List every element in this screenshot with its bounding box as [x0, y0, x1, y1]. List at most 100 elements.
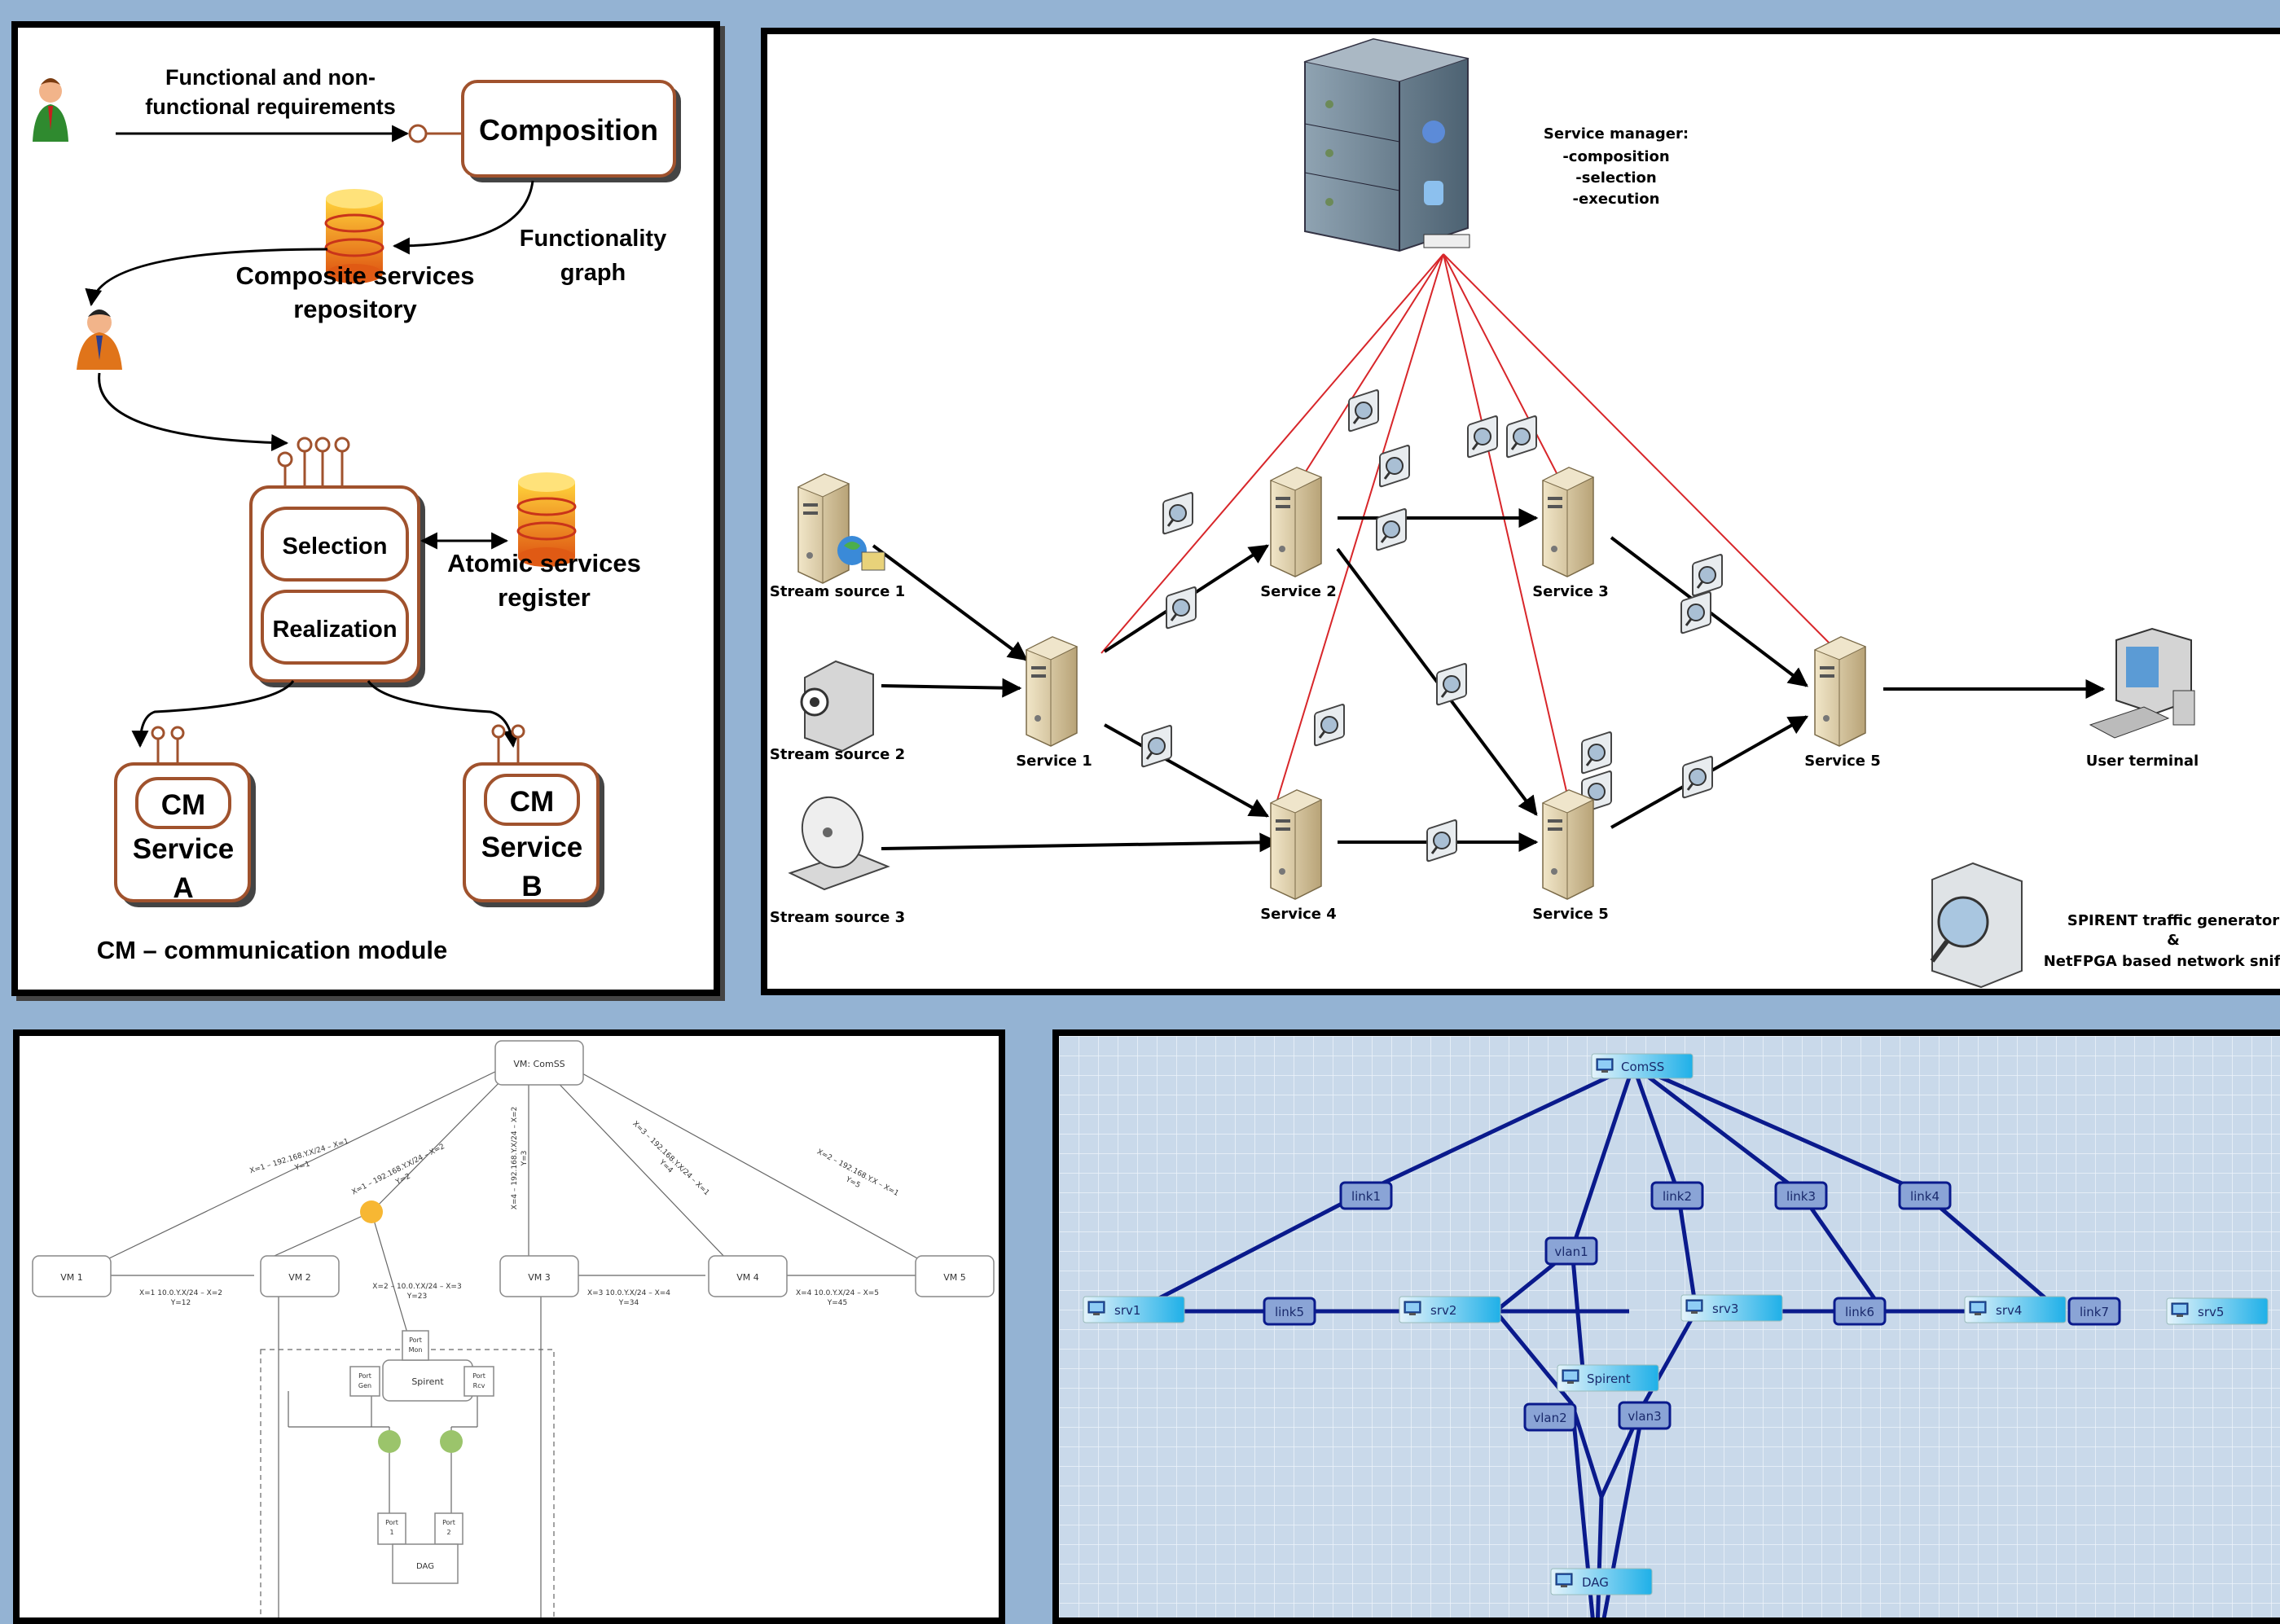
- port-mon-label-2: Mon: [409, 1346, 423, 1354]
- service-5-output-label: Service 5: [1804, 753, 1881, 770]
- port-gen-label-2: Gen: [358, 1382, 371, 1389]
- legend-label-2: NetFPGA based network sniffer: [2044, 953, 2280, 970]
- functionality-graph-label-2: graph: [560, 260, 626, 286]
- service-4-label: Service 4: [1260, 906, 1337, 923]
- service-server-icon: [1026, 636, 1078, 747]
- user-icon: [33, 78, 68, 142]
- link7-label: link7: [2080, 1305, 2109, 1319]
- satellite-dish-icon: [788, 796, 890, 891]
- link-vm1-subnet: Y=1: [293, 1161, 311, 1173]
- link-34-subnet: Y=34: [618, 1299, 639, 1307]
- cm-a-module: [135, 777, 231, 829]
- link1-label: link1: [1351, 1189, 1381, 1204]
- composite-repo-label: Composite services: [236, 261, 475, 290]
- cm-b-module: [484, 774, 580, 826]
- cm-a-service-label: Service: [133, 833, 235, 865]
- srv1-node-label: srv1: [1114, 1303, 1140, 1318]
- database-icon: [516, 472, 577, 567]
- vm-topology-diagram: VM: ComSS VM 1 VM 2 VM 3 VM 4 VM 5 Spire…: [32, 1040, 995, 1617]
- service-server-icon: [1542, 789, 1594, 900]
- link-vm4-label: X=3 – 192.168.Y.X/24 – X=1: [630, 1120, 710, 1197]
- realization-box: [261, 590, 409, 665]
- selection-box: [261, 507, 409, 582]
- stream-source-3-label: Stream source 3: [770, 909, 905, 926]
- srv2-node-label: srv2: [1430, 1303, 1456, 1318]
- composition-box: [461, 80, 676, 178]
- link-nodes: [1263, 1181, 2121, 1432]
- requirements-label-2: functional requirements: [145, 94, 396, 119]
- srv4-node-label: srv4: [1996, 1303, 2022, 1318]
- composite-repo-label-2: repository: [293, 295, 417, 323]
- functionality-graph-label: Functionality: [520, 226, 666, 252]
- cm-b-service-label: Service: [481, 832, 583, 863]
- link6-label: link6: [1845, 1305, 1874, 1319]
- atomic-register-label-2: register: [498, 583, 591, 612]
- link-12-subnet: Y=12: [170, 1299, 191, 1307]
- vlan1-label: vlan1: [1554, 1244, 1588, 1259]
- link-2s-subnet: Y=23: [406, 1293, 428, 1301]
- computer-terminal-icon: [2089, 627, 2195, 739]
- link-vm5-label: X=2 – 192.168.Y.X – X=1: [815, 1148, 900, 1198]
- cm-a-letter: A: [173, 872, 193, 904]
- network-edges: [1132, 1063, 2064, 1617]
- cm-a-label: CM: [161, 789, 205, 821]
- port-mon-label: Port: [409, 1337, 422, 1344]
- cm-b-label: CM: [510, 786, 554, 818]
- host-nodes: [1083, 1053, 2269, 1595]
- switch-node: [360, 1200, 383, 1223]
- port2-label: Port: [442, 1519, 455, 1526]
- port-rcv-label: Port: [472, 1372, 485, 1380]
- network-editor-canvas: link1 link2 link3 link4 link5 link6 link…: [1059, 1036, 2280, 1617]
- composition-label: Composition: [479, 113, 658, 147]
- srv3-node-label: srv3: [1712, 1301, 1738, 1316]
- vm1-label: VM 1: [60, 1272, 83, 1283]
- link2-label: link2: [1663, 1189, 1692, 1204]
- dag-node-label: DAG: [1582, 1575, 1609, 1590]
- comss-node-label: ComSS: [1621, 1060, 1664, 1074]
- link-2s-label: X=2 – 10.0.Y.X/24 – X=3: [372, 1283, 461, 1291]
- sniffer-legend-icon: [1930, 862, 2023, 989]
- stream-source-1-server-icon: [797, 473, 885, 584]
- vm3-label: VM 3: [528, 1272, 551, 1283]
- grid-background: [1059, 1036, 2280, 1617]
- legend-ampersand: &: [2167, 932, 2180, 949]
- link-34-label: X=3 10.0.Y.X/24 – X=4: [587, 1289, 670, 1297]
- port2-label-2: 2: [446, 1529, 450, 1536]
- cm-a-arrow: [131, 680, 295, 748]
- service-server-icon: [1270, 467, 1322, 577]
- service-server-icon: [1270, 789, 1322, 900]
- tap-node: [378, 1430, 401, 1453]
- link-vm3-subnet: Y=3: [521, 1151, 529, 1167]
- service-manager-item: -execution: [1573, 191, 1660, 208]
- spirent-label: Spirent: [411, 1376, 444, 1387]
- link4-label: link4: [1910, 1189, 1940, 1204]
- port-rcv-label-2: Rcv: [473, 1382, 485, 1389]
- vlan2-label: vlan2: [1533, 1411, 1566, 1425]
- vm4-label: VM 4: [736, 1272, 759, 1283]
- service-5-label: Service 5: [1532, 906, 1609, 923]
- tap-node: [440, 1430, 463, 1453]
- network-testbed-diagram: Service manager: -composition -selection…: [770, 37, 2280, 989]
- stream-source-2-label: Stream source 2: [770, 746, 905, 763]
- realization-label: Realization: [272, 617, 397, 643]
- network-testbed-panel: Service manager: -composition -selection…: [761, 28, 2280, 995]
- selection-label: Selection: [283, 533, 388, 560]
- service-manager-label: Service manager:: [1544, 125, 1689, 143]
- composition-process-panel: Functional and non- functional requireme…: [11, 21, 720, 996]
- link-vm2-label: X=1 – 192.168.Y.X/24 – X=2: [350, 1143, 446, 1196]
- link5-label: link5: [1275, 1305, 1304, 1319]
- service-server-icon: [1542, 467, 1594, 577]
- functionality-graph-arrow: [392, 180, 534, 255]
- port1-label: Port: [385, 1519, 398, 1526]
- control-links: [1100, 253, 1840, 817]
- srv5-node-label: srv5: [2198, 1305, 2224, 1319]
- service-3-label: Service 3: [1532, 583, 1609, 600]
- atomic-register-label: Atomic services: [447, 549, 641, 577]
- link-45-subnet: Y=45: [827, 1299, 848, 1307]
- vlan3-label: vlan3: [1628, 1409, 1661, 1424]
- service-server-icon: [1814, 636, 1866, 747]
- link-45-label: X=4 10.0.Y.X/24 – X=5: [796, 1289, 879, 1297]
- requirements-label: Functional and non-: [165, 65, 376, 90]
- vm-comss-label: VM: ComSS: [513, 1059, 565, 1069]
- service-manager-item: -selection: [1575, 169, 1656, 187]
